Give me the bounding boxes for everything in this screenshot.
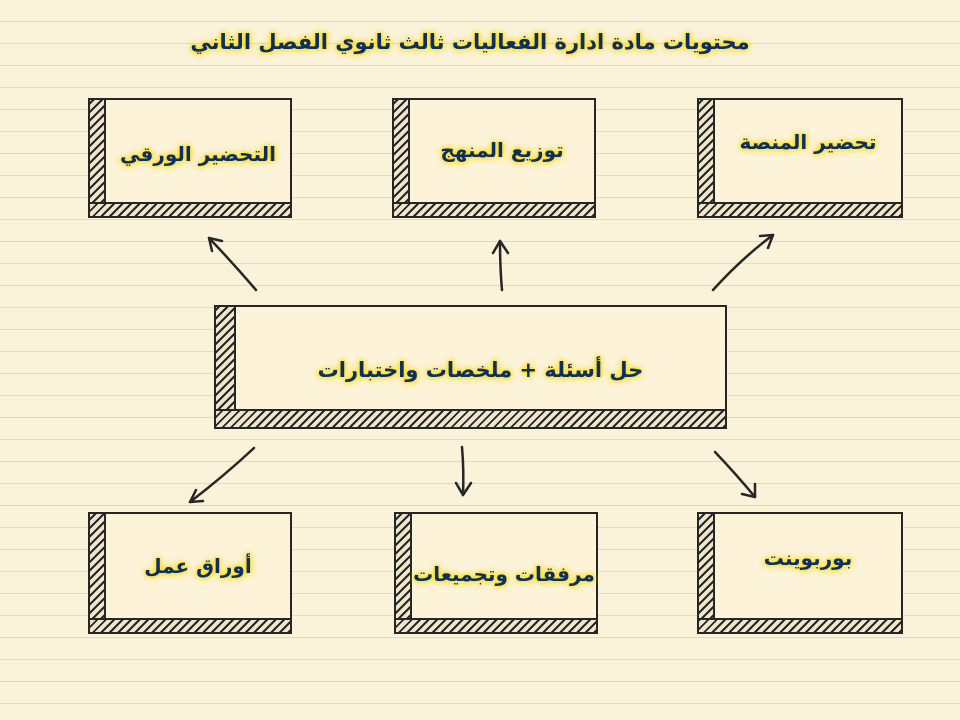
box-face (104, 512, 292, 620)
box-depth-hatch (214, 409, 727, 429)
box-depth-hatch (88, 202, 292, 218)
box-face (408, 98, 596, 204)
box-face (713, 512, 903, 620)
box-depth-hatch (88, 98, 108, 218)
box-label-paper-prep: التحضير الورقي (120, 142, 276, 166)
box-depth-hatch (88, 618, 292, 634)
box-label-center: حل أسئلة + ملخصات واختبارات (317, 358, 644, 382)
arrow-to-platform-prep (711, 233, 775, 292)
arrow-to-worksheets (188, 446, 256, 504)
box-label-curriculum-distribution: توزيع المنهج (440, 138, 564, 162)
box-depth-hatch (88, 512, 108, 634)
arrow-to-powerpoint (713, 450, 757, 499)
arrow-to-curriculum-distribution (491, 239, 510, 292)
box-label-worksheets: أوراق عمل (144, 554, 252, 578)
box-label-platform-prep: تحضير المنصة (739, 130, 877, 154)
box-depth-hatch (392, 202, 596, 218)
box-label-powerpoint: بوربوينت (763, 546, 853, 570)
box-face (104, 98, 292, 204)
box-depth-hatch (697, 98, 717, 218)
arrow-to-attachments (454, 445, 473, 497)
arrow-to-paper-prep (207, 236, 258, 292)
box-depth-hatch (394, 618, 598, 634)
diagram-title: محتويات مادة ادارة الفعاليات ثالث ثانوي … (190, 30, 750, 54)
box-label-attachments: مرفقات وتجميعات (413, 562, 595, 586)
box-depth-hatch (697, 202, 903, 218)
box-depth-hatch (697, 618, 903, 634)
